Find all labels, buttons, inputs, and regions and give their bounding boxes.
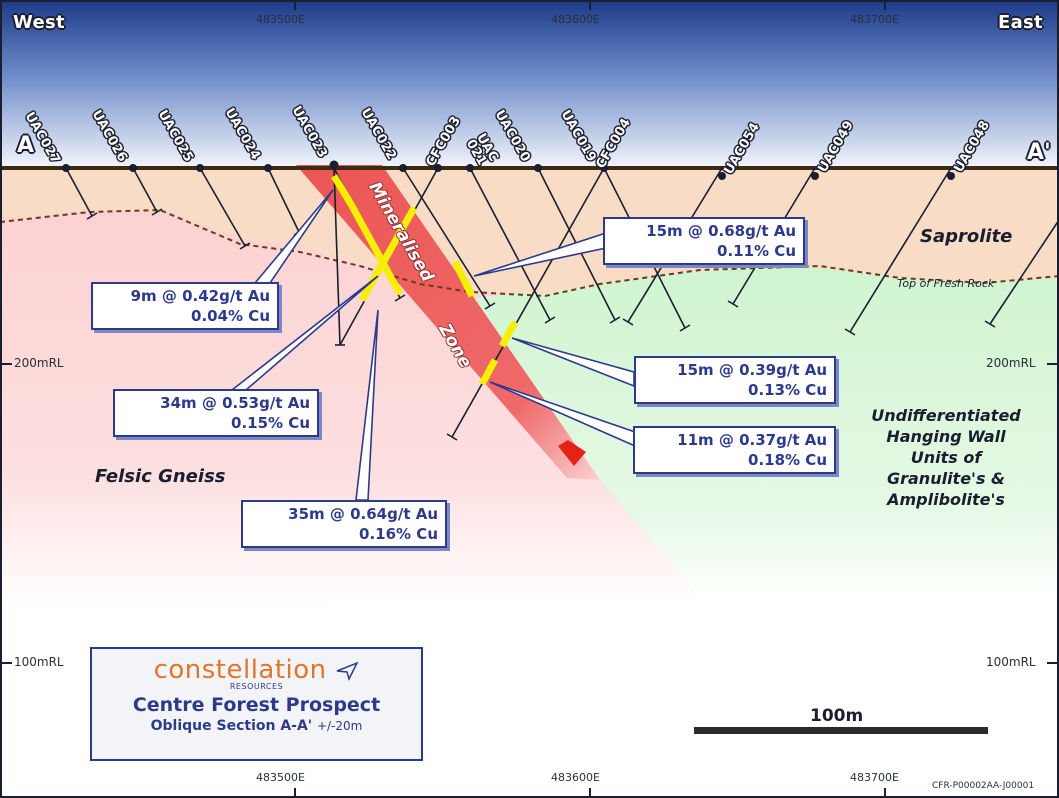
drill-trace-uac021: [469, 167, 551, 321]
hanging-wall-label: Undifferentiated Hanging Wall Units of G…: [871, 406, 1021, 509]
easting-bottom-1: 483500E: [256, 771, 305, 784]
title-block: constellation RESOURCES Centre Forest Pr…: [90, 647, 423, 761]
drill-trace-uac026: [132, 167, 158, 213]
easting-bottom-3: 483700E: [850, 771, 899, 784]
intercept-box-35m: 35m @ 0.64g/t Au 0.16% Cu: [241, 500, 447, 548]
scale-bar-label: 100m: [810, 706, 864, 726]
intercept-seg-35m: [358, 206, 418, 302]
intercept-11m-cu: 0.18% Cu: [748, 451, 827, 469]
intercept-seg-9m: [330, 174, 356, 208]
scale-bar: [694, 727, 988, 734]
reference-code: CFR-P00002AA-J00001: [932, 781, 1035, 791]
leader-lines: [229, 189, 636, 501]
east-label: East: [998, 12, 1043, 33]
fresh-rock-line: [0, 208, 1059, 298]
intercept-35m-cu: 0.16% Cu: [359, 525, 438, 543]
drill-trace-east: [989, 219, 1059, 325]
rl-100-right: 100mRL: [986, 655, 1036, 669]
section-end-label: A': [1027, 140, 1051, 165]
saprolite-label: Saprolite: [920, 226, 1013, 247]
drill-trace-uac048: [849, 167, 952, 333]
intercept-box-34m: 34m @ 0.53g/t Au 0.15% Cu: [113, 389, 319, 437]
plunge-arrow-icon: [558, 440, 586, 466]
compass-arrow-icon: [337, 661, 359, 681]
intercept-15m-upper-au: 15m @ 0.68g/t Au: [646, 222, 796, 240]
drill-traces: [65, 167, 1059, 438]
rl-200-right: 200mRL: [986, 356, 1036, 370]
intercept-box-15m-upper: 15m @ 0.68g/t Au 0.11% Cu: [603, 217, 805, 265]
intercept-34m-cu: 0.15% Cu: [231, 414, 310, 432]
easting-top-2: 483600E: [551, 13, 600, 26]
west-label: West: [13, 12, 65, 33]
intercept-9m-cu: 0.04% Cu: [191, 307, 270, 325]
intercept-15m-lower-au: 15m @ 0.39g/t Au: [677, 361, 827, 379]
brand-subtitle: RESOURCES: [229, 682, 284, 691]
intercept-seg-15m-b: [498, 320, 519, 348]
drill-trace-uac023b: [333, 167, 341, 346]
intercept-34m-au: 34m @ 0.53g/t Au: [160, 394, 310, 412]
easting-top-3: 483700E: [850, 13, 899, 26]
rl-200-left: 200mRL: [14, 356, 64, 370]
intercept-35m-au: 35m @ 0.64g/t Au: [288, 505, 438, 523]
drill-trace-uac022: [402, 167, 491, 307]
intercept-11m-au: 11m @ 0.37g/t Au: [677, 431, 827, 449]
drill-collars: [62, 160, 955, 180]
intercept-15m-upper-cu: 0.11% Cu: [717, 242, 796, 260]
drill-trace-uac025: [199, 167, 246, 247]
intercept-seg-15m-a: [451, 260, 476, 298]
intercept-segments: [330, 174, 519, 386]
section-start-label: A: [17, 133, 35, 158]
drill-ends: [86, 208, 996, 441]
section-title: Oblique Section A-A' +/-20m: [150, 718, 363, 734]
rl-100-left: 100mRL: [14, 655, 64, 669]
drill-trace-cfc004: [451, 167, 605, 438]
felsic-gneiss-label: Felsic Gneiss: [95, 466, 226, 487]
intercept-box-11m: 11m @ 0.37g/t Au 0.18% Cu: [633, 426, 836, 474]
sky-band: [0, 0, 1059, 168]
brand-logo: constellation: [92, 655, 421, 685]
intercept-box-15m-lower: 15m @ 0.39g/t Au 0.13% Cu: [634, 356, 836, 404]
intercept-box-9m: 9m @ 0.42g/t Au 0.04% Cu: [91, 282, 279, 330]
drill-trace-uac027: [65, 167, 93, 217]
intercept-seg-34m: [348, 204, 404, 296]
drill-trace-uac024: [267, 167, 300, 233]
intercept-9m-au: 9m @ 0.42g/t Au: [130, 287, 270, 305]
easting-top-1: 483500E: [256, 13, 305, 26]
easting-bottom-2: 483600E: [551, 771, 600, 784]
top-fresh-rock-label: Top of Fresh Rock: [897, 277, 995, 290]
prospect-title: Centre Forest Prospect: [132, 694, 381, 716]
intercept-seg-11m: [478, 358, 499, 386]
intercept-15m-lower-cu: 0.13% Cu: [748, 381, 827, 399]
